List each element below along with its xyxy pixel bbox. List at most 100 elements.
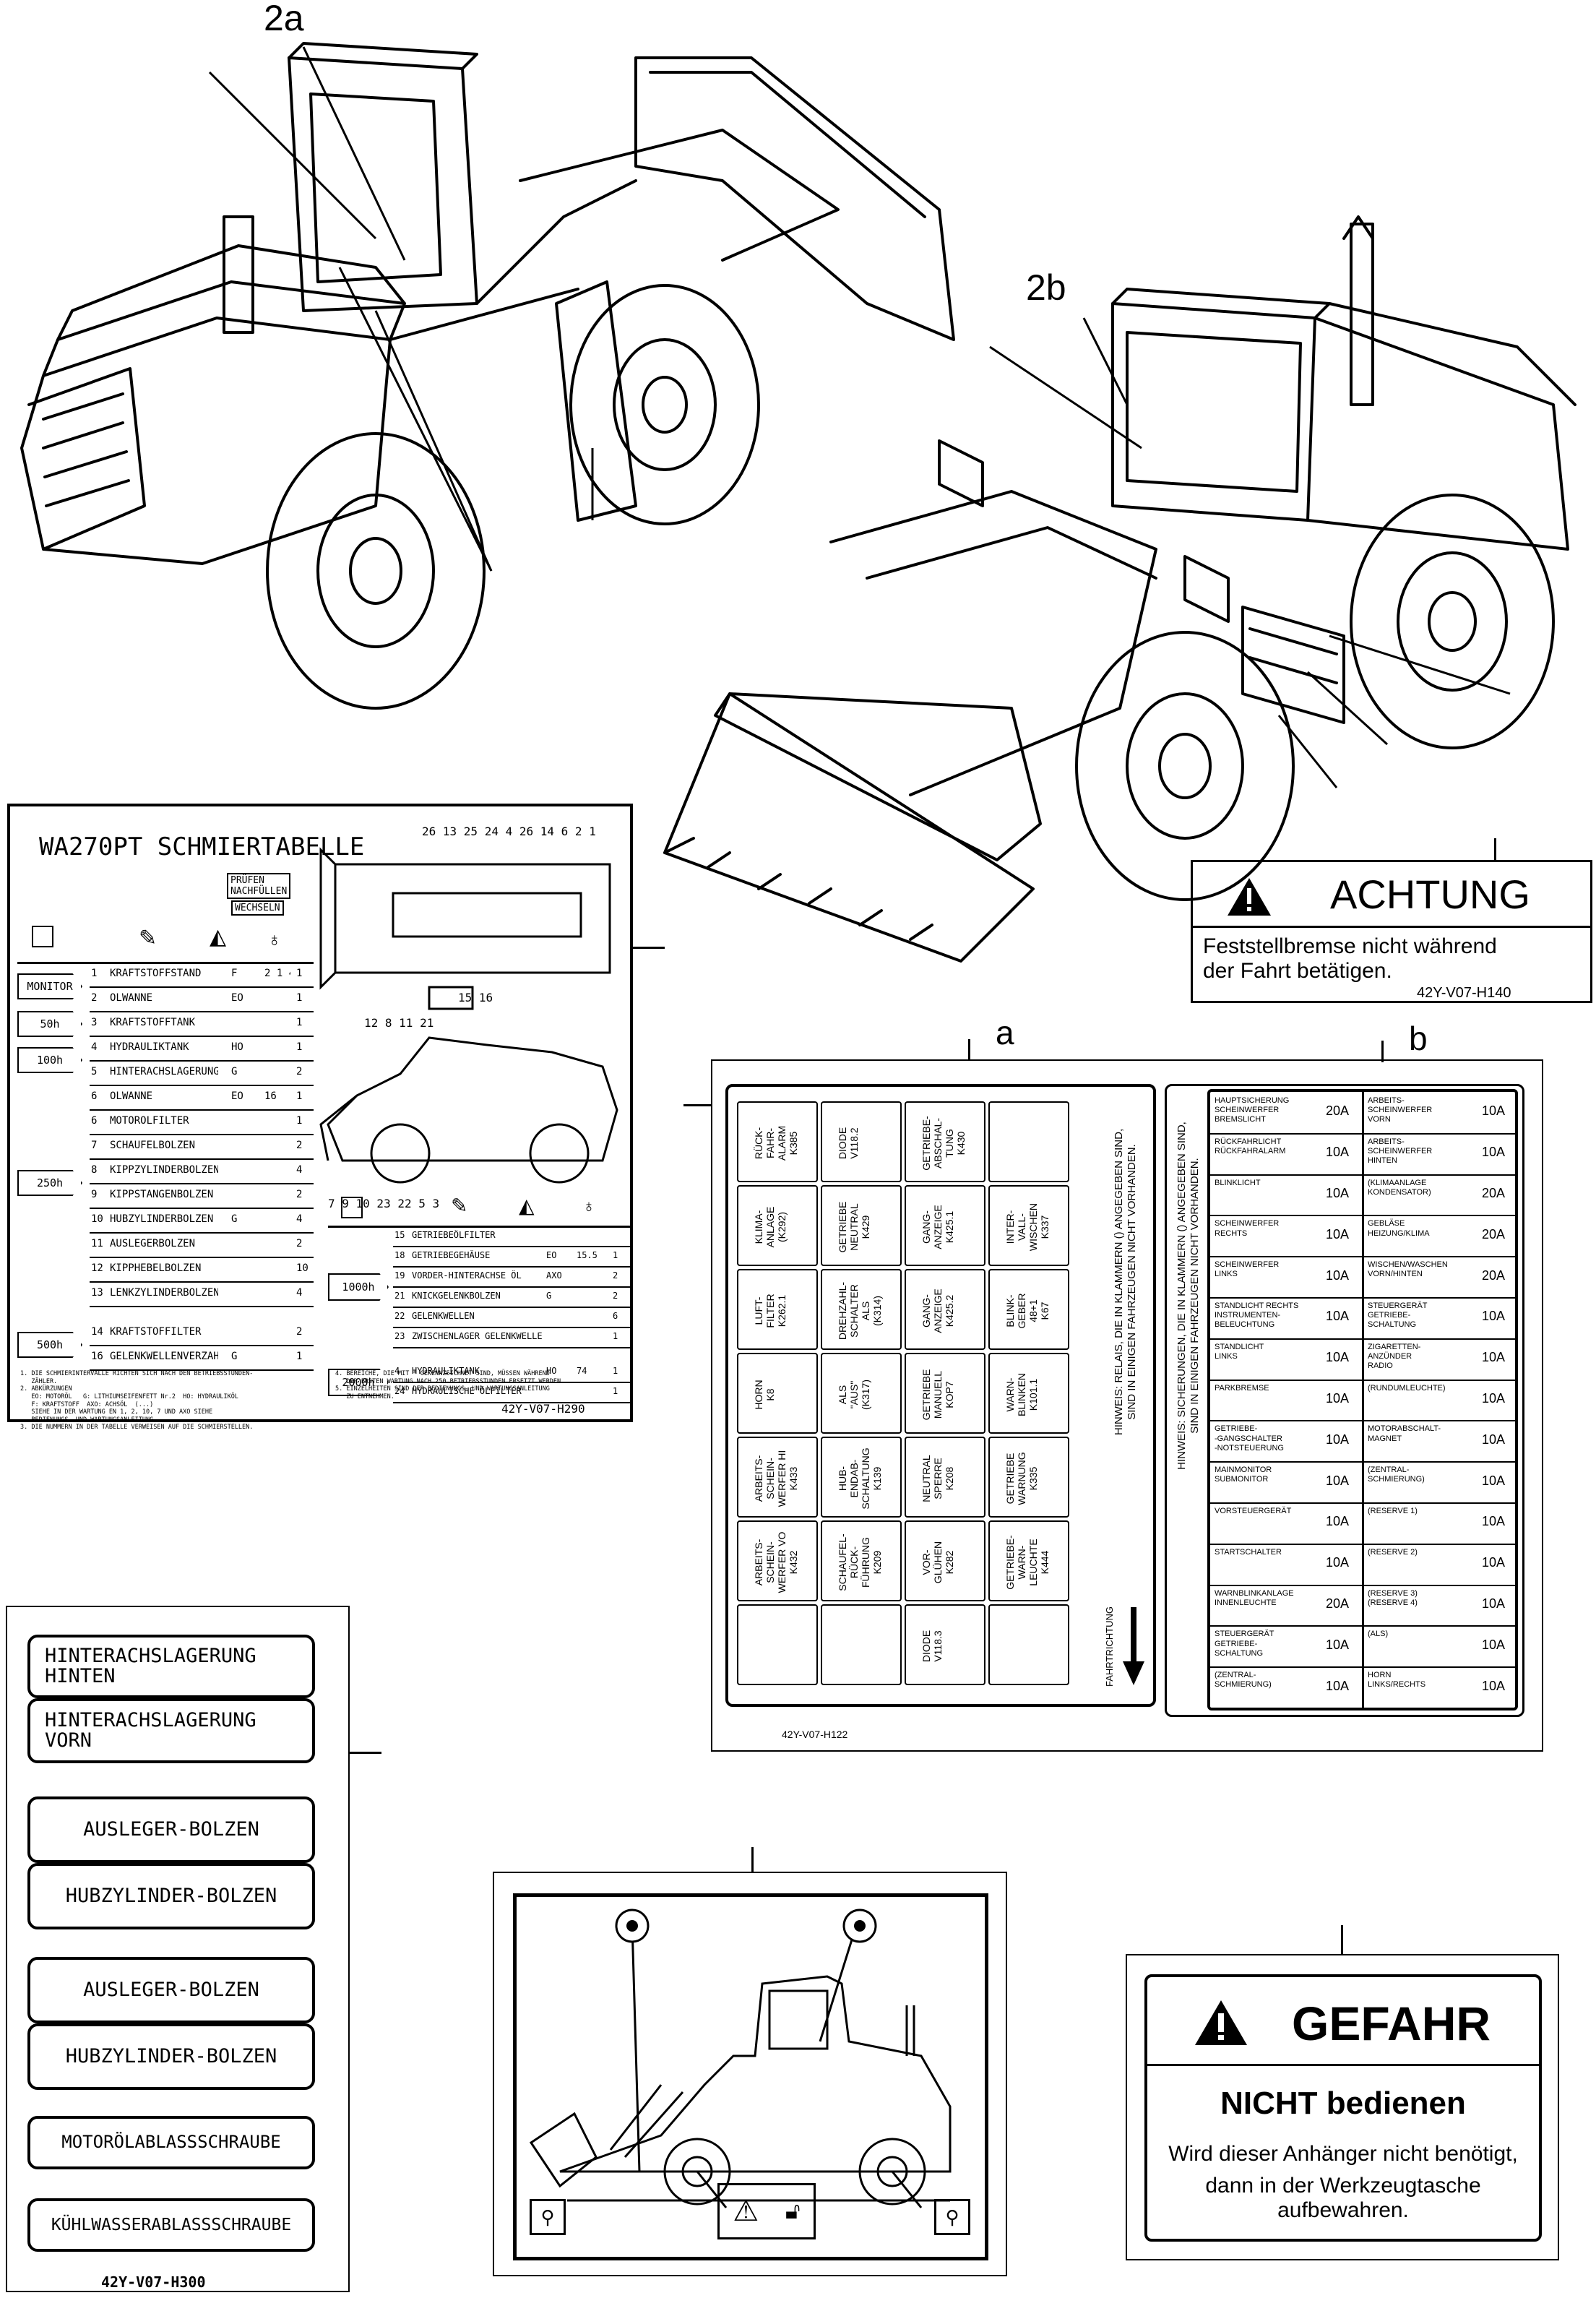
lube-text: GETRIEBEÖLFILTER [412,1230,496,1240]
fuse-amp-left: 10A [1326,1309,1350,1324]
lube-qty: 1 [296,1041,303,1053]
fuse-amp-left: 10A [1326,1473,1350,1488]
relay-cell: ARBEITS- SCHEIN- WERFER HI K433 [737,1437,818,1518]
interval-badge: 1000h [328,1273,389,1301]
fuse-label-right: (RESERVE 1) [1368,1507,1418,1515]
fuse-amp-right: 10A [1482,1555,1506,1570]
relay-cell: HORN K8 [737,1353,818,1434]
relay-label: ARBEITS- SCHEIN- WERFER HI K433 [753,1450,800,1507]
fuse-amp-left: 10A [1326,1226,1350,1241]
relay-label: KLIMA- ANLAGE (K292) [753,1206,788,1248]
lube-num: 24 [394,1386,405,1396]
relay-cell [988,1101,1069,1182]
relay-cell: GETRIEBE WARNUNG K335 [988,1437,1069,1518]
lube-qty: 2 [613,1291,618,1301]
fuse-label-left: STEUERGERÄT GETRIEBE- SCHALTUNG [1215,1630,1274,1658]
lube-text: KIPPZYLINDERBOLZEN [110,1164,218,1176]
lube-qty: 1 [296,992,303,1004]
grease-gun-icon-right: ✎ [451,1195,468,1217]
loader-rear-view [20,42,955,710]
fuse-label-right: (RESERVE 2) [1368,1547,1418,1557]
lube-num: 21 [394,1291,405,1301]
fuse-label-left: SCHEINWERFER RECHTS [1215,1219,1280,1238]
fuse-label-right: (RUNDUMLEUCHTE) [1368,1383,1446,1393]
achtung-title: ACHTUNG [1330,872,1530,917]
relay-label: SCHAUFEL- RÜCK- FÜHRUNG K209 [837,1533,884,1591]
fuse-row-line [1210,1584,1515,1586]
lube-qty: 4 [296,1213,303,1225]
gefahr-title: GEFAHR [1292,1997,1491,2050]
interval-badge: 500h [17,1332,82,1358]
lube-qty: 1 [296,1351,303,1362]
lubrication-chart-title: WA270PT SCHMIERTABELLE [39,832,365,861]
lifting-points-illustration [529,1908,952,2208]
safety-info-icons: ⚠ 🔓︎ [717,2183,816,2239]
fuse-amp-right: 20A [1482,1268,1506,1283]
relay-label: GANG- ANZEIGE K425.2 [920,1288,956,1333]
fuse-label-right: GEBLÄSE HEIZUNG/KLIMA [1368,1219,1430,1238]
fuse-label-left: PARKBREMSE [1215,1383,1269,1393]
lube-text: ÖLWANNE [110,1090,153,1102]
lube-num: 10 [91,1213,103,1225]
fuse-label-left: STANDLICHT RECHTS INSTRUMENTEN- BELEUCHT… [1215,1301,1299,1330]
fuse-amp-right: 10A [1482,1391,1506,1406]
callout-b: b [1409,1020,1428,1057]
fuse-amp-right: 20A [1482,1226,1506,1241]
fuse-amp-left: 10A [1326,1350,1350,1365]
lube-qty: 2 [296,1140,303,1151]
lube-qty: 1 [296,1115,303,1127]
gefahr-line1: NICHT bedienen [1220,2086,1466,2121]
fuse-row-line [1210,1338,1515,1340]
lube-num: 15 [394,1230,405,1240]
mid-point-numbers: 15 16 [458,991,493,1004]
grease-gun-icon: ✎ [139,926,158,950]
lube-qty: 2 [296,1066,303,1077]
lube-row: 7 SCHAUFELBOLZEN 2 [90,1134,314,1160]
lube-text: ÖLWANNE [110,992,153,1004]
fuse-label-left: RÜCKFAHRLICHT RÜCKFAHRALARM [1215,1137,1286,1156]
fuse-label-left: STARTSCHALTER [1215,1547,1282,1557]
fuse-label-right: (RESERVE 3) (RESERVE 4) [1368,1588,1418,1607]
schmier-leader [633,947,665,949]
lube-num: 11 [91,1238,103,1249]
table-header-right: ✎ ◭ ♁ [328,1189,631,1228]
lube-num: 7 [91,1140,98,1151]
side-point-numbers-a: 12 8 11 21 [364,1016,433,1030]
fuse-label-left: MAINMONITOR SUBMONITOR [1215,1466,1272,1484]
unlock-icon: 🔓︎ [785,2198,801,2224]
sticker-hubzylinder-bolzen-2: HUBZYLINDER-BOLZEN [27,2023,315,2090]
relay-label: GETRIEBE WARNUNG K335 [1004,1452,1040,1505]
relay-label: GETRIEBE NEUTRAL K429 [837,1201,872,1253]
relay-cell: ALS "AUS" (K317) [821,1353,902,1434]
fuse-amp-left: 10A [1326,1145,1350,1160]
fuse-amp-left: 20A [1326,1596,1350,1611]
legend-change: WECHSELN [231,900,284,916]
lube-qty: 1 [296,1017,303,1028]
lube-num: 13 [91,1287,103,1299]
lifting-decal-outer: ⚲ ⚲ ⚠ 🔓︎ [493,1872,1007,2276]
fuse-label-left: (ZENTRAL- SCHMIERUNG) [1215,1671,1272,1690]
achtung-text-line1: Feststellbremse nicht während [1203,934,1497,958]
fuse-b-callout-line [1381,1041,1384,1062]
lube-text: LENKZYLINDERBOLZEN [110,1287,218,1299]
lube-text: SCHAUFELBOLZEN [110,1140,196,1151]
fuse-amp-right: 10A [1482,1473,1506,1488]
lube-text: KRAFTSTOFFILTER [110,1326,202,1338]
warning-crush-icon: ⚠ [733,2195,759,2227]
lifting-leader [751,1847,754,1872]
stickers-leader [350,1752,381,1754]
fuse-amp-left: 10A [1326,1391,1350,1406]
lube-code: G [231,1066,238,1077]
callout-a: a [996,1014,1014,1051]
lube-volume: 74 [577,1366,587,1376]
fuse-label-right: ARBEITS- SCHEINWERFER VORN [1368,1096,1433,1124]
relay-hint: HINWEIS: RELAIS, DIE IN KLAMMERN () ANGE… [1113,1128,1138,1436]
fuse-a-callout-line [968,1039,970,1059]
